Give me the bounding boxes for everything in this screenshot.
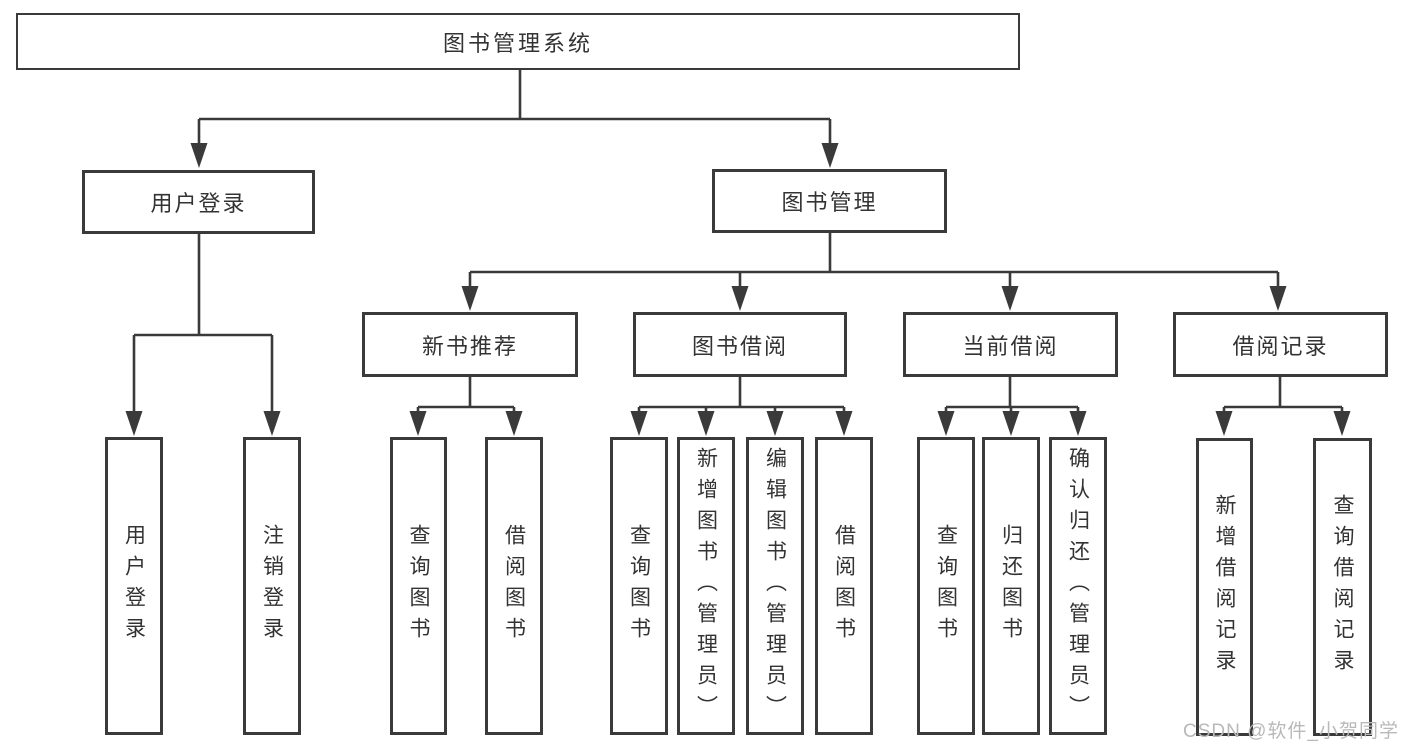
arrowhead <box>125 411 143 436</box>
leaf-label: 编辑图书（管理员） <box>763 446 787 726</box>
leaf-query-books-borrowing: 查询图书 <box>610 437 668 735</box>
leaf-label: 查询图书 <box>407 524 430 648</box>
node-book-borrowing: 图书借阅 <box>633 312 847 377</box>
leaf-label: 查询借阅记录 <box>1331 494 1354 680</box>
leaf-borrow-books-borrowing: 借阅图书 <box>815 437 873 735</box>
node-new-book-recommend: 新书推荐 <box>362 312 578 377</box>
arrowhead <box>630 411 648 436</box>
leaf-borrow-books-recommend: 借阅图书 <box>485 437 543 735</box>
csdn-watermark: CSDN @软件_小贺同学 <box>1183 721 1399 742</box>
arrowhead <box>1001 286 1019 311</box>
arrowhead <box>821 143 839 168</box>
leaf-label: 归还图书 <box>999 524 1023 648</box>
leaf-label: 借阅图书 <box>832 524 856 648</box>
leaf-add-borrow-record: 新增借阅记录 <box>1196 438 1253 736</box>
node-book-management: 图书管理 <box>712 169 947 233</box>
arrowhead <box>697 411 715 436</box>
arrowhead <box>937 411 955 436</box>
leaf-add-book-admin: 新增图书（管理员） <box>677 437 735 735</box>
leaf-label: 确认归还（管理员） <box>1066 446 1090 726</box>
arrowhead <box>1333 411 1351 436</box>
leaf-label: 新增借阅记录 <box>1213 494 1236 680</box>
node-borrow-records: 借阅记录 <box>1173 312 1388 377</box>
leaf-label: 用户登录 <box>122 524 146 648</box>
arrowhead <box>263 411 281 436</box>
arrowhead <box>461 286 479 311</box>
arrowhead <box>1269 286 1287 311</box>
arrowhead <box>190 143 208 168</box>
leaf-label: 查询图书 <box>934 524 958 648</box>
arrowhead <box>766 411 784 436</box>
node-user-login: 用户登录 <box>82 170 315 234</box>
node-library-management-system: 图书管理系统 <box>16 13 1020 70</box>
leaf-user-login: 用户登录 <box>105 437 163 735</box>
leaf-query-borrow-record: 查询借阅记录 <box>1313 438 1372 736</box>
arrowhead <box>1002 411 1020 436</box>
leaf-label: 借阅图书 <box>502 524 526 648</box>
leaf-label: 注销登录 <box>260 524 284 648</box>
arrowhead <box>835 411 853 436</box>
leaf-logout: 注销登录 <box>243 437 301 735</box>
leaf-return-books: 归还图书 <box>982 437 1040 735</box>
arrowhead <box>409 411 427 436</box>
arrowhead <box>1069 411 1087 436</box>
leaf-label: 新增图书（管理员） <box>694 446 718 726</box>
leaf-label: 查询图书 <box>627 524 651 648</box>
arrowhead <box>1215 411 1233 436</box>
leaf-edit-book-admin: 编辑图书（管理员） <box>746 437 804 735</box>
arrowhead <box>731 286 749 311</box>
leaf-confirm-return-admin: 确认归还（管理员） <box>1049 437 1107 735</box>
leaf-query-books-current: 查询图书 <box>917 437 975 735</box>
arrowhead <box>505 411 523 436</box>
leaf-query-books-recommend: 查询图书 <box>390 437 447 735</box>
node-current-borrowing: 当前借阅 <box>903 312 1118 377</box>
